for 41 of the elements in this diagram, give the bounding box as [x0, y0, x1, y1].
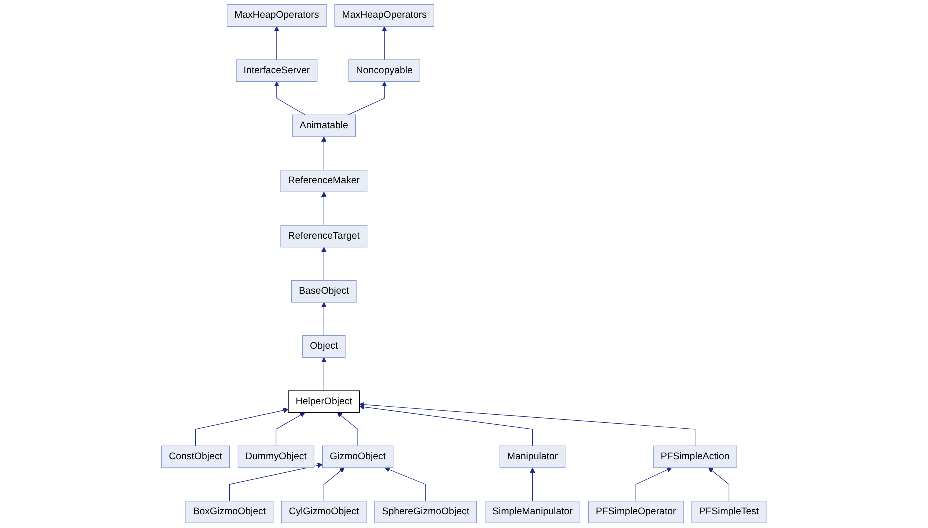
node-box: PFSimpleOperator [588, 501, 684, 524]
arrow [321, 247, 327, 281]
arrow [530, 468, 536, 502]
arrow [229, 463, 323, 502]
node-box: Animatable [292, 114, 356, 138]
node-box: InterfaceServer [236, 60, 318, 82]
node-box: BaseObject [291, 280, 357, 303]
node-box: DummyObject [238, 446, 314, 468]
node-box: ReferenceMaker [280, 170, 368, 192]
node-box: MaxHeapOperators [226, 4, 327, 27]
node-box: BoxGizmoObject [186, 501, 274, 524]
arrow [359, 404, 533, 446]
node-box: SimpleManipulator [484, 501, 580, 524]
arrow [276, 412, 306, 446]
node-box: Object [302, 336, 346, 358]
arrow [636, 468, 672, 502]
arrow [324, 468, 345, 502]
arrow [384, 467, 426, 502]
node-box: PFSimpleAction [653, 446, 738, 468]
arrow [337, 412, 358, 446]
arrow [708, 468, 730, 502]
node-box: HelperObject [288, 390, 360, 414]
arrow [321, 136, 327, 171]
node-box: Noncopyable [348, 60, 420, 82]
node-box: SphereGizmoObject [374, 501, 477, 524]
node-box: MaxHeapOperators [334, 4, 434, 27]
node-box: ConstObject [161, 446, 230, 468]
node-box: GizmoObject [322, 446, 394, 468]
arrow [274, 26, 280, 60]
node-box: Manipulator [500, 446, 566, 468]
arrow [321, 302, 327, 336]
node-box: PFSimpleTest [692, 501, 767, 524]
arrow [359, 402, 696, 446]
arrow [321, 357, 327, 392]
arrow [195, 408, 289, 446]
arrow [274, 82, 306, 116]
arrow [321, 192, 327, 226]
arrow [348, 82, 388, 116]
node-box: ReferenceTarget [280, 225, 368, 248]
arrow [382, 26, 388, 60]
node-box: CylGizmoObject [281, 501, 367, 524]
